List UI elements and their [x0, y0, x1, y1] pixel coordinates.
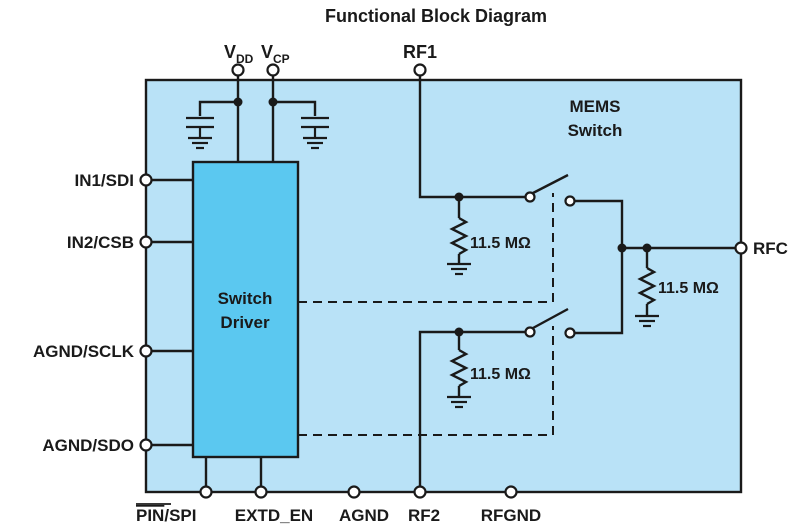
agnd-sclk-label: AGND/SCLK: [33, 342, 135, 361]
in1-sdi-label: IN1/SDI: [74, 171, 134, 190]
vdd-label: VDD: [224, 42, 254, 66]
pin-rf1: [413, 63, 427, 77]
diagram-title: Functional Block Diagram: [325, 6, 547, 26]
pin-agnd: [347, 485, 361, 499]
rfc-path: [575, 199, 736, 335]
pin-vcp: [266, 63, 280, 77]
pin-in2-csb: [139, 235, 153, 249]
rf2-label: RF2: [408, 506, 440, 525]
control-wires: [150, 178, 193, 447]
resistor-rf2-label: 11.5 MΩ: [470, 366, 531, 383]
switch-driver-label-1: Switch: [218, 289, 273, 308]
agnd-label: AGND: [339, 506, 389, 525]
agnd-sdo-label: AGND/SDO: [42, 436, 134, 455]
vcp-label: VCP: [261, 42, 290, 66]
pin-rfgnd: [504, 485, 518, 499]
rfc-label: RFC: [753, 239, 788, 258]
extd-en-label: EXTD_EN: [235, 506, 313, 525]
pin-pin-spi: [199, 485, 213, 499]
pin-vdd: [231, 63, 245, 77]
pin-extd-en: [254, 485, 268, 499]
resistor-rfc-label: 11.5 MΩ: [658, 280, 719, 297]
pin-rfc: [734, 241, 748, 255]
in2-csb-label: IN2/CSB: [67, 233, 134, 252]
rfgnd-label: RFGND: [481, 506, 541, 525]
pin-spi-label: PIN/SPI: [136, 506, 196, 525]
switch-driver-label-2: Driver: [220, 313, 270, 332]
mems-switch-label-1: MEMS: [570, 97, 621, 116]
switch-driver-block: [191, 160, 300, 459]
pin-agnd-sdo: [139, 438, 153, 452]
control-dashes: [298, 193, 554, 436]
rf1-label: RF1: [403, 42, 437, 62]
pin-agnd-sclk: [139, 344, 153, 358]
mems-switch-label-2: Switch: [568, 121, 623, 140]
supply-network: [186, 70, 329, 162]
pin-rf2: [413, 485, 427, 499]
resistor-rf1-label: 11.5 MΩ: [470, 235, 531, 252]
pins: [139, 63, 748, 499]
pin-in1-sdi: [139, 173, 153, 187]
pin-overbar-text: PIN: [136, 506, 164, 525]
rf1-path: [418, 70, 576, 276]
